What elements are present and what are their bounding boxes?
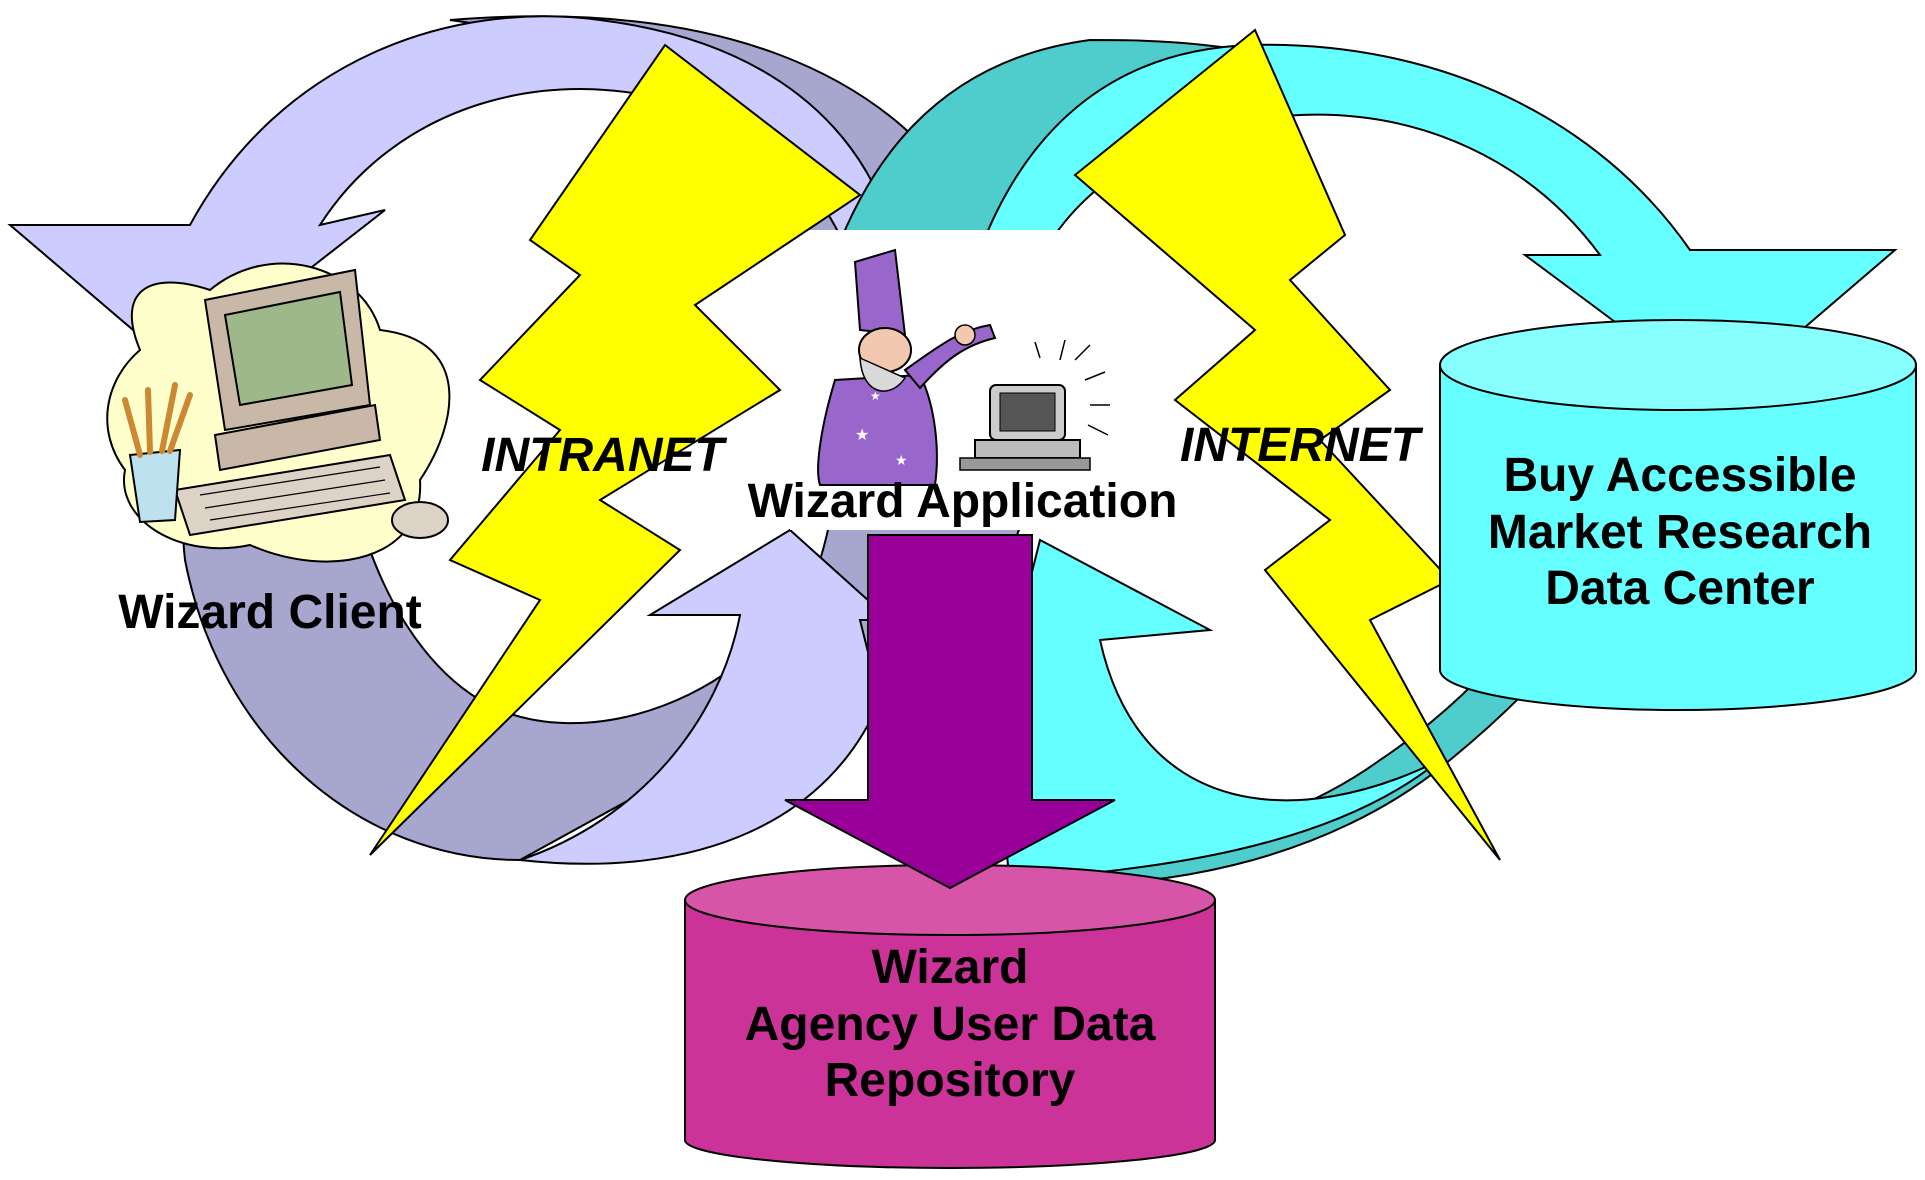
svg-text:★: ★ [855, 427, 869, 444]
wizard-application-label: Wizard Application [747, 475, 1178, 528]
wizard-client-label: Wizard Client [118, 586, 422, 639]
repository-label: Wizard Agency User Data Repository [690, 940, 1210, 1110]
repository-database-cylinder-icon [684, 864, 1216, 1169]
repository-label-line-2: Agency User Data [744, 997, 1156, 1051]
internet-label: INTERNET [1180, 419, 1420, 472]
data-center-label-line-3: Data Center [1545, 562, 1815, 616]
repository-label-line-1: Wizard [871, 941, 1029, 994]
internet-loop-front-arrow [978, 43, 1898, 402]
wizard-application: ★ ★ ★ [790, 230, 1140, 530]
data-center-label-line-1: Buy Accessible [1503, 449, 1857, 502]
intranet-label: INTRANET [481, 429, 724, 482]
svg-text:★: ★ [870, 389, 881, 403]
svg-text:★: ★ [895, 454, 908, 469]
data-center-label: Buy Accessible Market Research Data Cent… [1445, 448, 1915, 618]
wizard-client [106, 262, 451, 563]
intranet-lightning-bolt-icon [369, 43, 862, 856]
data-center-database-cylinder-icon [1439, 319, 1917, 711]
wizard-with-computer-icon: ★ ★ ★ [817, 248, 997, 486]
data-center-label-line-2: Market Research [1487, 505, 1873, 559]
small-computer-icon [959, 339, 1110, 471]
data-center-cylinder-top [1439, 319, 1917, 411]
arrow-down-icon [784, 534, 1116, 890]
internet-lightning-bolt-icon [1073, 28, 1501, 861]
repository-cylinder-body [684, 899, 1216, 1169]
data-center-cylinder-body [1439, 364, 1917, 711]
computer-workstation-icon [122, 268, 449, 539]
repository-label-line-3: Repository [824, 1054, 1076, 1108]
